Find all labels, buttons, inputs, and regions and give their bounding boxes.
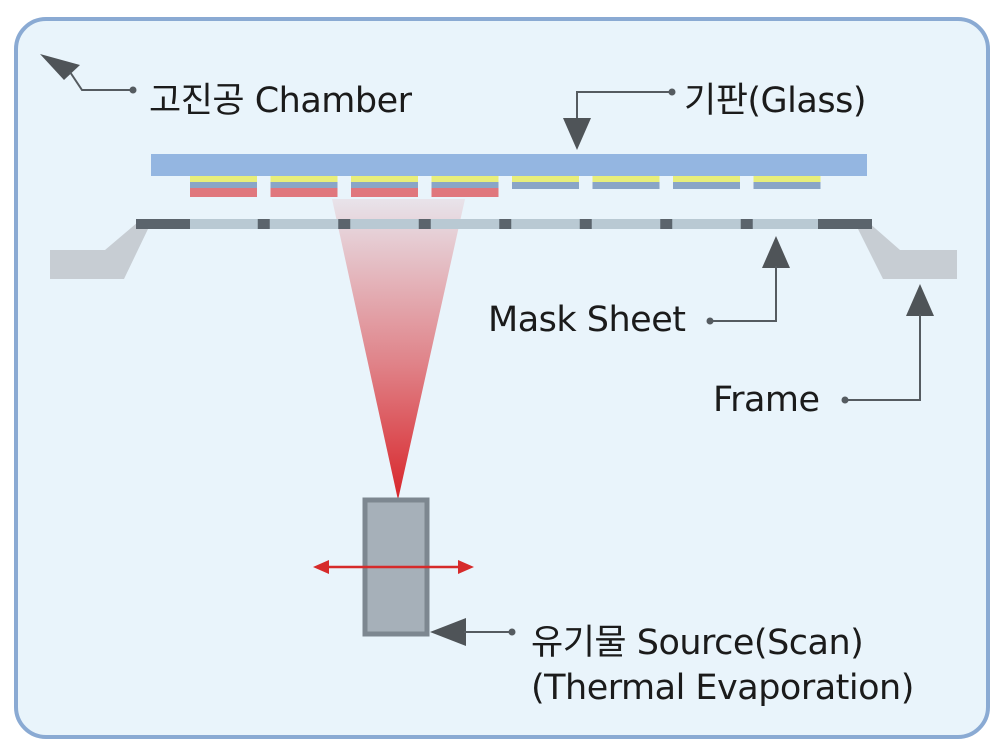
pixel-layer-red [190,188,257,197]
pixel-layer-blue [753,182,821,189]
mask-rib [338,219,351,229]
pixel-layer-blue [512,182,579,189]
pixel-layer-blue [351,182,418,189]
mask-rib-end [136,219,190,229]
evaporation-plume [332,199,465,500]
pixel-layer-yellow [512,176,579,182]
source-leader-dot [508,628,516,636]
pixel-layer-yellow [270,176,338,182]
mask-leader [712,266,777,322]
glass-arrow-icon [563,118,591,150]
frame-leader [847,314,921,401]
pixel-stack [673,176,740,189]
frame-left [50,222,190,279]
label-chamber: 고진공 Chamber [149,81,412,121]
pixel-row [190,176,821,197]
glass-leader-dot [668,88,676,96]
pixel-stack [351,176,418,197]
label-mask-sheet: Mask Sheet [488,300,686,340]
mask-ribs [136,219,872,229]
pixel-layer-blue [270,182,338,189]
pixel-stack [592,176,660,189]
pixel-layer-blue [592,182,660,189]
glass-leader [576,91,670,120]
mask-leader-dot [706,317,714,325]
mask-rib-end [818,219,872,229]
pixel-stack [512,176,579,189]
label-source-line2: (Thermal Evaporation) [531,668,914,708]
frame-right [818,222,957,279]
scan-arrow-right-icon [458,560,474,574]
pixel-layer-yellow [190,176,257,182]
pixel-layer-yellow [673,176,740,182]
pixel-layer-yellow [351,176,418,182]
frame-arrow-icon [906,284,934,316]
glass-substrate [151,154,867,176]
pixel-layer-blue [190,182,257,189]
label-glass: 기판(Glass) [684,81,866,121]
pixel-stack [431,176,499,197]
pixel-layer-red [270,188,338,197]
pixel-layer-red [431,188,499,197]
scan-arrow-left-icon [313,560,329,574]
mask-rib [579,219,592,229]
chamber-leader [69,71,131,91]
frame-leader-dot [841,396,849,404]
mask-rib [660,219,673,229]
source-arrow-icon [430,618,466,646]
pixel-layer-blue [431,182,499,189]
chamber-box [14,17,990,739]
pixel-layer-yellow [592,176,660,182]
mask-arrow-icon [762,236,790,268]
pixel-stack [190,176,257,197]
pixel-layer-blue [673,182,740,189]
mask-rib [740,219,753,229]
pixel-layer-red [351,188,418,197]
mask-rib [418,219,431,229]
pixel-layer-yellow [753,176,821,182]
mask-rib [257,219,270,229]
pixel-stack [270,176,338,197]
mask-rib [499,219,512,229]
label-source-line1: 유기물 Source(Scan) [531,623,864,663]
chamber-leader-dot [129,86,137,94]
pixel-stack [753,176,821,189]
pixel-layer-yellow [431,176,499,182]
label-frame: Frame [713,380,820,420]
